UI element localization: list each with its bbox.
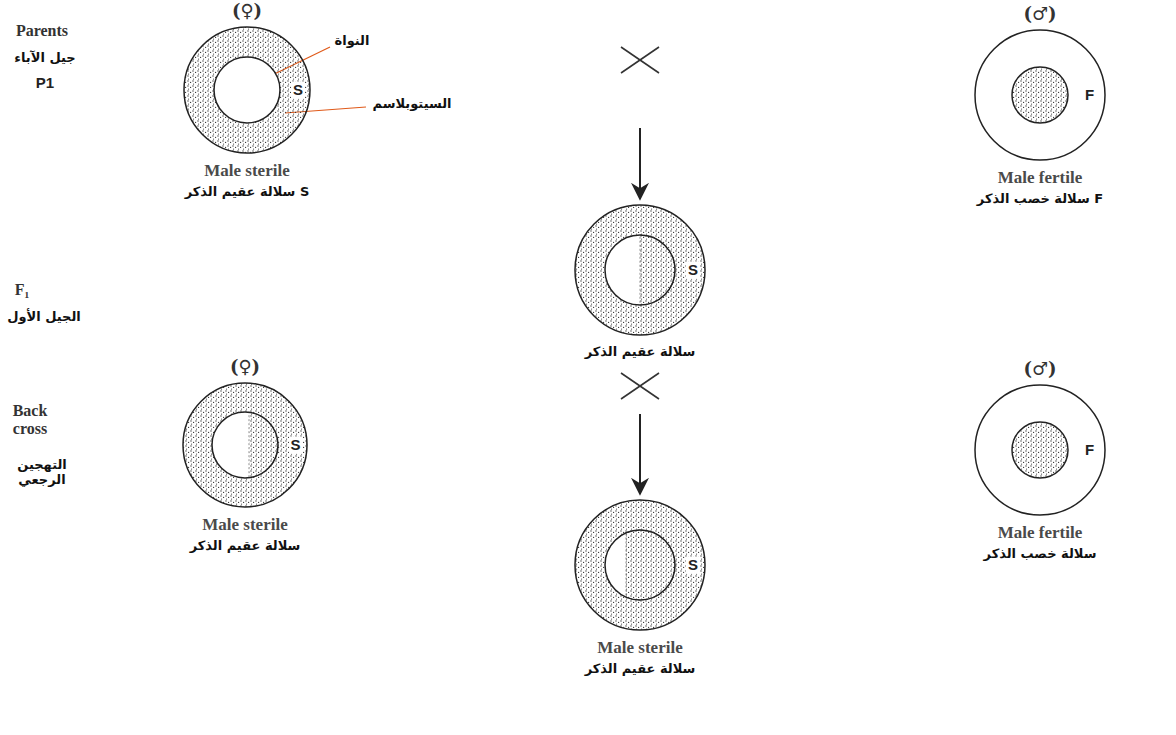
arabic-phenotype-label: سلالة عقيم الذكر xyxy=(190,536,301,556)
nucleus-border xyxy=(605,530,675,600)
cell-drawing xyxy=(975,385,1105,515)
cell-drawing xyxy=(575,205,705,335)
nucleus xyxy=(605,235,675,305)
arabic-phenotype-label: سلالة عقيم الذكر S xyxy=(185,182,310,202)
sex-symbol: (♂) xyxy=(1023,358,1056,380)
nucleus xyxy=(1012,67,1068,123)
cytoplasm xyxy=(575,500,705,630)
cytoplasm xyxy=(975,30,1105,160)
nucleus-paternal-part xyxy=(626,530,675,600)
cell-figure: S xyxy=(182,25,312,155)
sex-symbol: (♀) xyxy=(232,0,262,22)
cytoplasm xyxy=(183,383,307,507)
phenotype-label: Male fertile xyxy=(998,167,1082,189)
nucleus xyxy=(1012,422,1068,478)
nucleus-paternal-part xyxy=(640,235,675,305)
row-label: جيل الآباء xyxy=(14,50,75,65)
cell-node: S Male sterileسلالة عقيم الذكر xyxy=(573,495,707,679)
row-label: P1 xyxy=(36,74,54,91)
cell-drawing xyxy=(975,30,1105,160)
nucleus-border xyxy=(605,235,675,305)
arabic-phenotype-label: سلالة عقيم الذكر xyxy=(585,659,696,679)
row-label: Back cross xyxy=(4,402,56,438)
cytoplasm-letter: F xyxy=(1083,442,1096,459)
nucleus xyxy=(212,412,278,478)
nucleus-paternal-part xyxy=(249,412,278,478)
cytoplasm xyxy=(575,205,705,335)
sex-symbol: (♀) xyxy=(230,356,260,378)
arabic-phenotype-label: سلالة عقيم الذكر xyxy=(585,342,696,362)
nucleus xyxy=(214,57,280,123)
cell-figure: F xyxy=(973,383,1107,517)
cross-sign xyxy=(621,373,659,399)
cytoplasm xyxy=(975,385,1105,515)
row-label: Parents xyxy=(16,22,68,40)
cell-drawing xyxy=(575,500,705,630)
row-label: التهجين الرجعي xyxy=(4,457,80,487)
phenotype-label: Male fertile xyxy=(998,522,1082,544)
cytoplasm-letter: S xyxy=(686,262,700,279)
descent-arrow xyxy=(639,128,641,199)
cytoplasm-letter: S xyxy=(291,82,305,99)
row-label: F₁ xyxy=(15,281,30,299)
cell-drawing xyxy=(184,27,310,153)
nucleus-border xyxy=(212,412,278,478)
cell-node: S سلالة عقيم الذكر xyxy=(573,200,707,362)
row-label: الجيل الأول xyxy=(7,309,81,324)
descent-arrow xyxy=(639,414,641,494)
cytoplasm-letter: S xyxy=(686,557,700,574)
cross-sign xyxy=(621,47,659,73)
cell-figure: S xyxy=(573,498,707,632)
nucleus xyxy=(605,530,675,600)
cell-node: (♂) F Male fertileسلالة خصب الذكر xyxy=(973,358,1107,563)
cell-figure: S xyxy=(573,203,707,337)
cell-drawing xyxy=(183,383,307,507)
phenotype-label: Male sterile xyxy=(204,160,289,182)
phenotype-label: Male sterile xyxy=(597,637,682,659)
cell-figure: F xyxy=(973,28,1107,162)
callout-label: النواة xyxy=(335,33,370,48)
nucleus-border xyxy=(214,57,280,123)
cytoplasm xyxy=(184,27,310,153)
cell-node: (♀) S Male sterileسلالة عقيم الذكر S xyxy=(182,0,312,201)
phenotype-label: Male sterile xyxy=(202,514,287,536)
callout-label: السيتوبلاسم xyxy=(372,96,451,111)
arabic-phenotype-label: سلالة خصب الذكر xyxy=(984,544,1097,564)
cytoplasm-letter: F xyxy=(1083,87,1096,104)
cell-node: (♀) S Male sterileسلالة عقيم الذكر xyxy=(181,356,309,555)
arabic-phenotype-label: سلالة خصب الذكر F xyxy=(977,189,1103,209)
nucleus-border xyxy=(1012,422,1068,478)
cell-node: (♂) F Male fertileسلالة خصب الذكر F xyxy=(973,3,1107,208)
nucleus-border xyxy=(1012,67,1068,123)
cell-figure: S xyxy=(181,381,309,509)
cytoplasm-letter: S xyxy=(288,437,302,454)
sex-symbol: (♂) xyxy=(1023,3,1056,25)
